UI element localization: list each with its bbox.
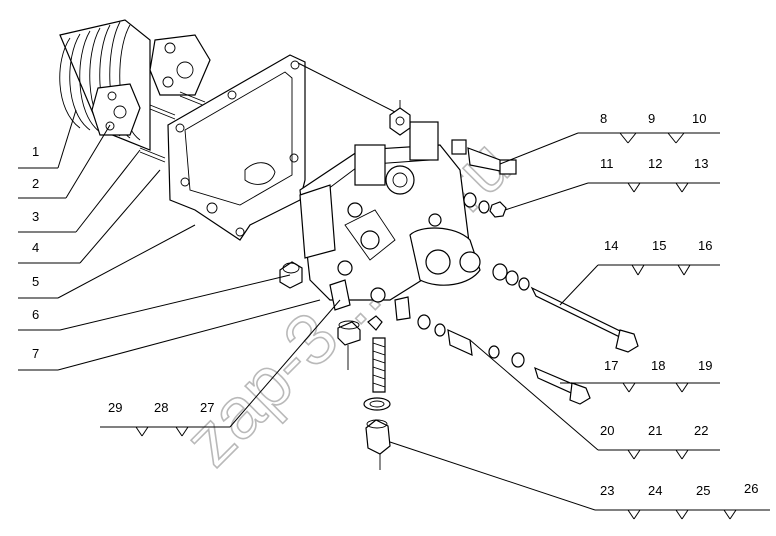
- callout-26: 26: [744, 481, 758, 496]
- callout-27: 27: [200, 400, 214, 415]
- callout-28: 28: [154, 400, 168, 415]
- callout-24: 24: [648, 483, 662, 498]
- leader-lines: [18, 62, 770, 520]
- callout-18: 18: [651, 358, 665, 373]
- pressure-relief-parts: [337, 315, 391, 470]
- callout-5: 5: [32, 274, 39, 289]
- top-nut: [389, 100, 411, 136]
- callout-20: 20: [600, 423, 614, 438]
- bolt-20-22: [534, 366, 591, 405]
- callout-labels-bottom-left: 29 28 27: [108, 400, 214, 415]
- filter-housing-body: [299, 121, 481, 321]
- callout-14: 14: [604, 238, 618, 253]
- callout-2: 2: [32, 176, 39, 191]
- bolt-17-19: [417, 314, 525, 368]
- callout-15: 15: [652, 238, 666, 253]
- callout-12: 12: [648, 156, 662, 171]
- callout-4: 4: [32, 240, 39, 255]
- callout-29: 29: [108, 400, 122, 415]
- callout-21: 21: [648, 423, 662, 438]
- washers-11-13: [463, 192, 507, 218]
- callout-10: 10: [692, 111, 706, 126]
- studs: [139, 104, 176, 163]
- callout-17: 17: [604, 358, 618, 373]
- callout-23: 23: [600, 483, 614, 498]
- callout-8: 8: [600, 111, 607, 126]
- callout-13: 13: [694, 156, 708, 171]
- callout-6: 6: [32, 307, 39, 322]
- callout-1: 1: [32, 144, 39, 159]
- callout-3: 3: [32, 209, 39, 224]
- long-bolt-14-16: [492, 263, 639, 353]
- callout-9: 9: [648, 111, 655, 126]
- flange-gasket-lower: [91, 83, 141, 136]
- callout-labels-right: 8 9 10 11 12 13 14 15 16 17 18 19 20 21 …: [600, 111, 758, 498]
- flange-gasket-upper: [149, 34, 211, 107]
- callout-labels-left: 1 2 3 4 5 6 7: [32, 144, 39, 361]
- callout-22: 22: [694, 423, 708, 438]
- callout-11: 11: [600, 156, 614, 171]
- callout-7: 7: [32, 346, 39, 361]
- plug-assembly-8-10: [451, 139, 517, 175]
- sensor-plug-6: [279, 261, 303, 289]
- housing-gasket: [167, 54, 306, 241]
- callout-25: 25: [696, 483, 710, 498]
- callout-16: 16: [698, 238, 712, 253]
- callout-19: 19: [698, 358, 712, 373]
